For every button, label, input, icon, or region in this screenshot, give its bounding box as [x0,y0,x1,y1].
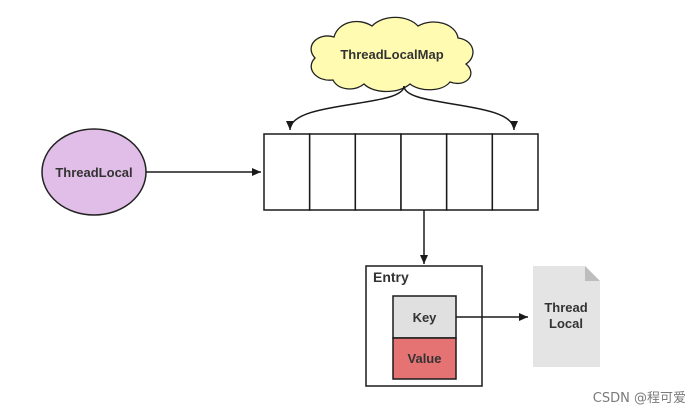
array-slot [400,133,448,211]
document-label-line2: Local [549,316,583,331]
map-to-array-right-arrow [403,85,518,131]
watermark: CSDN @程可爱 [592,391,686,406]
document-shape [533,266,600,367]
threadlocal-label: ThreadLocal [55,165,132,180]
array-slot [354,133,402,211]
entry-title: Entry [373,269,409,285]
array-slot [491,133,539,211]
key-cell [392,295,457,339]
value-cell [392,337,457,380]
entry-array [263,133,539,211]
threadlocal-document: Thread Local [533,266,600,367]
document-label-line1: Thread [544,300,587,315]
document-fold [585,266,600,281]
threadlocalmap-cloud: ThreadLocalMap [310,16,474,93]
array-slot [263,133,311,211]
entry-box: Entry Key Value [365,265,483,387]
key-label: Key [413,310,438,325]
threadlocal-node: ThreadLocal [41,128,147,216]
value-label: Value [408,351,442,366]
threadlocalmap-label: ThreadLocalMap [340,47,443,62]
array-slot [308,133,357,211]
array-slot [445,133,494,211]
cloud-shape [310,16,474,93]
map-to-array-left-arrow [286,85,405,131]
